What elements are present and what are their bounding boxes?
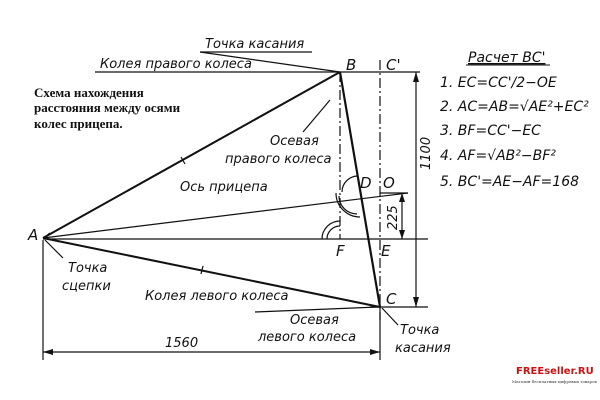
angle-arc-D xyxy=(341,175,359,193)
leader-right-axis xyxy=(302,99,331,133)
line-AC xyxy=(42,237,381,308)
dim-value-225: 225 xyxy=(386,205,401,230)
calc-step-3: 3. BF=CC'−EC xyxy=(440,123,541,139)
label-hitch-1: Точка xyxy=(68,261,107,276)
description-line-1: Схема нахождения xyxy=(34,85,144,100)
calc-step-1: 1. EC=CC'/2−OE xyxy=(440,75,557,91)
label-left-axis-2: левого колеса xyxy=(257,330,356,345)
angle-arc-F2 xyxy=(326,225,341,240)
label-hitch-2: сцепки xyxy=(62,279,111,294)
label-touch-point-bottom-1: Точка xyxy=(400,323,439,338)
label-touch-point-bottom-2: касания xyxy=(395,341,451,356)
trailer-axis-line xyxy=(42,192,409,239)
point-B: B xyxy=(346,56,356,74)
leader-touch-bottom xyxy=(381,307,399,326)
label-trailer-axis: Ось прицепа xyxy=(180,180,268,195)
label-right-axis-1: Осевая xyxy=(270,134,319,149)
label-right-track: Колея правого колеса xyxy=(100,57,252,72)
line-BC xyxy=(338,71,382,308)
watermark-brand: FREEseller.RU xyxy=(516,366,594,377)
point-F: F xyxy=(336,242,345,260)
leader-hitch xyxy=(44,239,64,259)
point-O: O xyxy=(383,174,395,192)
equal-tick-AB xyxy=(180,156,186,165)
point-C: C xyxy=(386,290,397,308)
label-touch-point-top: Точка касания xyxy=(205,37,304,52)
angle-arc-F xyxy=(321,220,341,240)
point-D: D xyxy=(360,174,372,192)
calc-title: Расчет BC' xyxy=(468,50,545,66)
description-line-3: колес прицепа. xyxy=(34,116,123,131)
description-line-2: расстояния между осями xyxy=(34,100,181,115)
angle-arc-D-lower2 xyxy=(338,195,358,215)
calc-step-5: 5. BC'=AE−AF=168 xyxy=(440,174,579,190)
label-left-track: Колея левого колеса xyxy=(145,289,289,304)
dim-value-1560: 1560 xyxy=(165,336,198,351)
equal-tick-AC xyxy=(200,265,204,275)
point-C-prime: C' xyxy=(386,56,401,74)
calc-step-4: 4. AF=√AB²−BF² xyxy=(440,148,556,164)
label-left-axis-1: Осевая xyxy=(290,313,339,328)
calc-step-2: 2. AC=AB=√AE²+EC² xyxy=(440,99,589,115)
angle-arc-D-lower xyxy=(335,192,361,218)
label-right-axis-2: правого колеса xyxy=(225,152,332,167)
line-AB xyxy=(42,71,341,239)
dim-value-1100: 1100 xyxy=(419,137,434,170)
point-A: A xyxy=(27,226,38,244)
point-E: E xyxy=(381,242,391,260)
leader-left-axis xyxy=(254,306,379,313)
leader-touch-top xyxy=(199,51,341,73)
geometry xyxy=(42,51,428,360)
angle-arc-A xyxy=(45,232,51,239)
watermark-tagline: Магазин бесплатных цифровых товаров xyxy=(512,379,597,384)
